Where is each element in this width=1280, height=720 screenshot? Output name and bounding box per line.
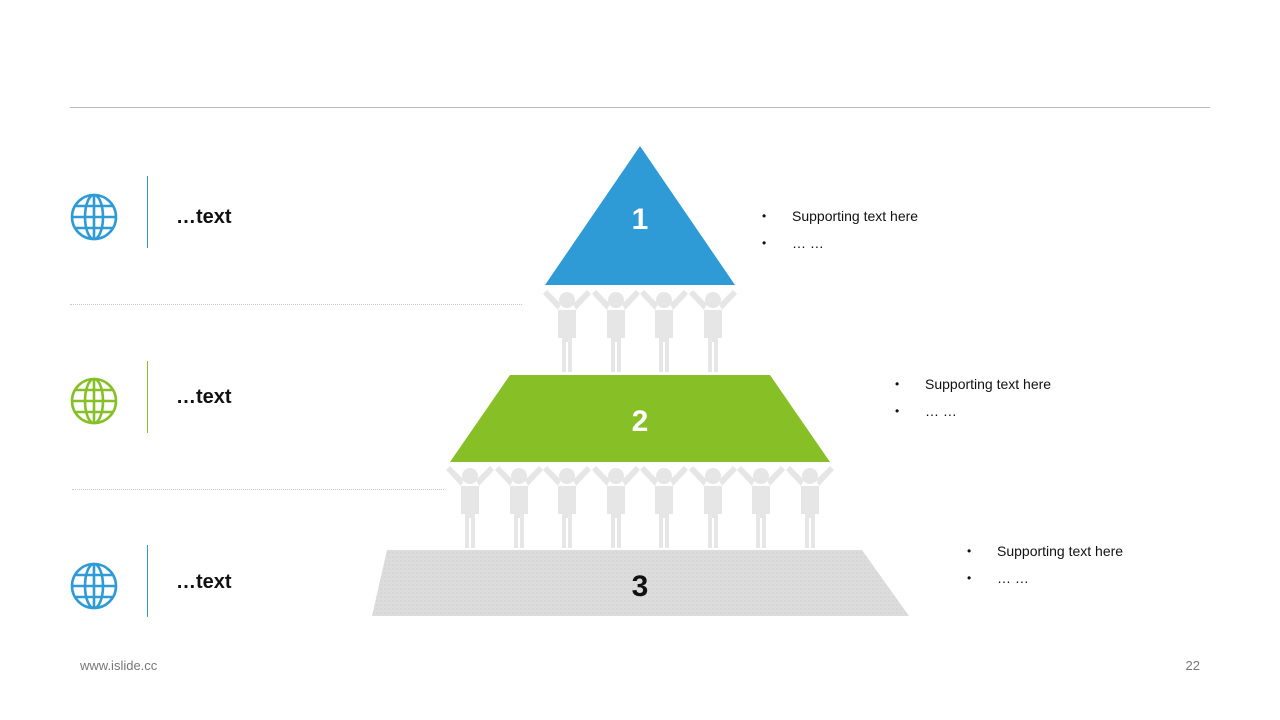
top-divider <box>70 107 1210 108</box>
row-divider <box>147 545 148 617</box>
bullet-item: Supporting text here <box>967 542 1123 569</box>
globe-icon <box>70 377 118 425</box>
tier-2-bullets: Supporting text here … … <box>895 375 1051 429</box>
bullet-item: … … <box>762 234 918 261</box>
row-divider <box>147 176 148 248</box>
tier-1-bullets: Supporting text here … … <box>762 207 918 261</box>
pyramid-tier-1 <box>545 146 735 285</box>
people-row-1 <box>543 290 737 372</box>
tier-2-number: 2 <box>632 405 649 438</box>
row-separator-2 <box>72 489 444 490</box>
pyramid-tier-3 <box>372 550 909 616</box>
tier-3-number: 3 <box>632 570 649 603</box>
row-label: …text <box>176 386 232 408</box>
row-label: …text <box>176 571 232 593</box>
row-divider <box>147 361 148 433</box>
pyramid-tier-2 <box>450 375 830 462</box>
footer-website: www.islide.cc <box>80 658 158 673</box>
tier-1-number: 1 <box>632 203 649 236</box>
globe-icon <box>70 193 118 241</box>
people-row-2 <box>446 466 834 548</box>
tier-3-bullets: Supporting text here … … <box>967 542 1123 596</box>
globe-icon <box>70 562 118 610</box>
bullet-item: Supporting text here <box>762 207 918 234</box>
page-number: 22 <box>1185 658 1200 673</box>
row-label: …text <box>176 206 232 228</box>
bullet-item: … … <box>967 569 1123 596</box>
bullet-item: … … <box>895 402 1051 429</box>
bullet-item: Supporting text here <box>895 375 1051 402</box>
row-separator-1 <box>70 304 522 305</box>
